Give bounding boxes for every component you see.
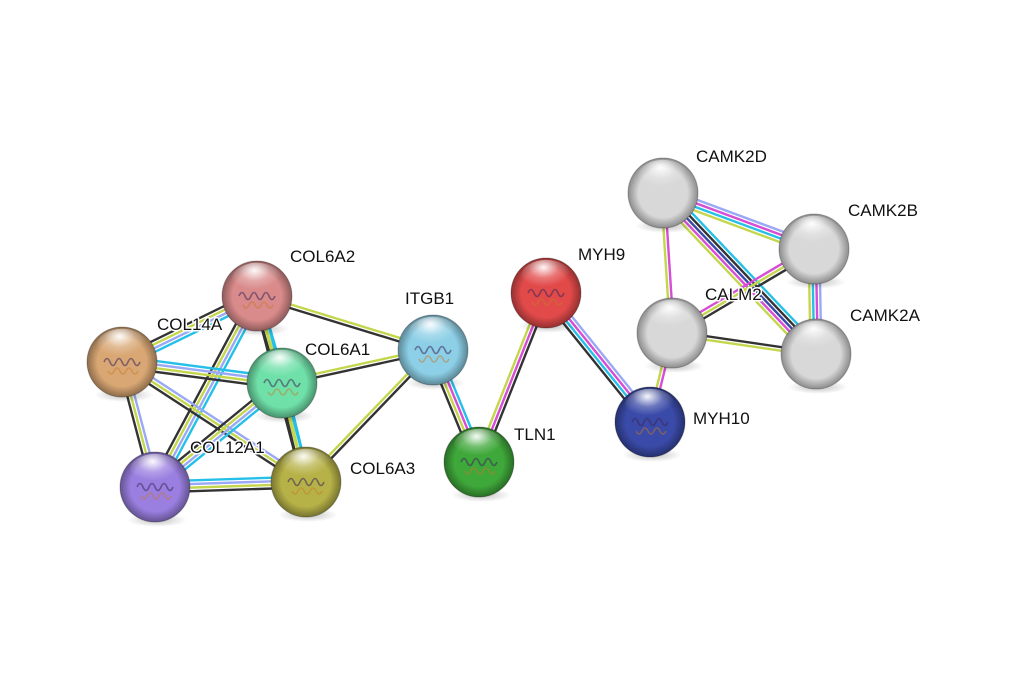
node-highlight xyxy=(129,453,181,489)
node-label: CALM2 xyxy=(705,285,762,304)
node-label: COL12A1 xyxy=(190,438,265,457)
node-label: COL6A1 xyxy=(305,340,370,359)
node-col12a1[interactable]: COL12A1 xyxy=(119,437,266,527)
node-highlight xyxy=(231,262,283,298)
node-label: MYH10 xyxy=(693,409,750,428)
node-label: COL6A3 xyxy=(350,459,415,478)
node-camk2b[interactable]: CAMK2B xyxy=(778,200,919,289)
node-col14a1[interactable]: COL14A xyxy=(86,314,224,402)
evidence-line xyxy=(661,191,818,356)
node-calm2[interactable]: CALM2 xyxy=(636,284,763,373)
evidence-line xyxy=(120,360,308,484)
node-label: TLN1 xyxy=(514,425,556,444)
node-highlight xyxy=(453,428,505,464)
node-tln1[interactable]: TLN1 xyxy=(443,424,557,502)
node-myh9[interactable]: MYH9 xyxy=(510,244,627,333)
node-highlight xyxy=(788,215,840,251)
node-highlight xyxy=(280,448,332,484)
node-col6a2[interactable]: COL6A2 xyxy=(221,246,357,336)
node-highlight xyxy=(407,316,459,352)
node-label: ITGB1 xyxy=(405,289,454,308)
node-label: COL14A xyxy=(157,315,223,334)
node-label: COL6A2 xyxy=(290,247,355,266)
node-highlight xyxy=(624,388,676,424)
node-myh10[interactable]: MYH10 xyxy=(614,386,751,462)
node-col6a3[interactable]: COL6A3 xyxy=(270,446,417,522)
edge-col14a1-col6a3[interactable] xyxy=(118,357,310,487)
node-label: CAMK2B xyxy=(848,201,918,220)
node-itgb1[interactable]: ITGB1 xyxy=(397,288,469,390)
node-highlight xyxy=(96,328,148,364)
node-label: CAMK2D xyxy=(696,147,767,166)
evidence-line xyxy=(667,186,823,351)
node-highlight xyxy=(637,159,689,195)
node-highlight xyxy=(256,349,308,385)
node-camk2d[interactable]: CAMK2D xyxy=(627,146,768,233)
node-highlight xyxy=(790,320,842,356)
evidence-line xyxy=(118,363,306,487)
evidence-line xyxy=(664,189,820,353)
evidence-line xyxy=(122,357,310,481)
node-col6a1[interactable]: COL6A1 xyxy=(246,339,372,423)
node-highlight xyxy=(520,259,572,295)
node-highlight xyxy=(646,299,698,335)
node-camk2a[interactable]: CAMK2A xyxy=(780,305,922,394)
node-label: MYH9 xyxy=(578,245,625,264)
node-label: CAMK2A xyxy=(850,306,921,325)
